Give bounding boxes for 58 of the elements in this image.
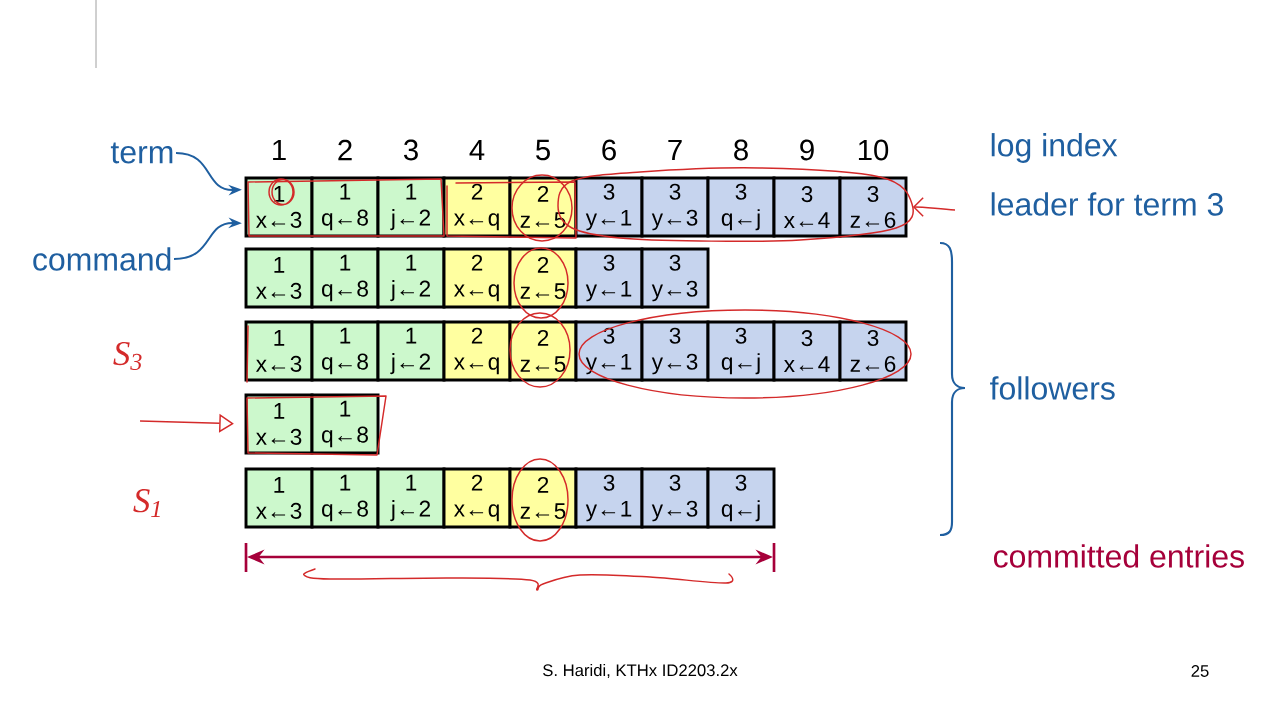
- hand-drawn-arrow: [912, 196, 956, 218]
- log-entry: 1 x←3: [244, 247, 314, 309]
- log-entry: 2 x←q: [442, 320, 512, 382]
- callout-label: command: [33, 247, 171, 271]
- log-entry: 1 x←3: [244, 393, 314, 455]
- log-entry: 1 x←3: [244, 320, 314, 382]
- hand-drawn-arrow: [139, 413, 234, 433]
- log-entry: 3 y←3: [640, 320, 710, 382]
- index-number: 4: [469, 139, 485, 161]
- log-entry: 1 q←8: [310, 247, 380, 309]
- log-entry: 3 y←3: [640, 176, 710, 238]
- annotation-text: committed entries: [993, 544, 1244, 568]
- log-entry: 3 z←6: [838, 176, 908, 238]
- handwritten-label: S$_{1}$: [133, 489, 160, 517]
- log-entry: 3 x←4: [772, 320, 842, 382]
- log-entry: 1 q←8: [310, 467, 380, 529]
- log-entry: 3 y←1: [574, 247, 644, 309]
- log-entry: 2 x←q: [442, 467, 512, 529]
- log-entry: 2 x←q: [442, 176, 512, 238]
- log-entry: 1 j←2: [376, 247, 446, 309]
- log-entry: 3 y←3: [640, 467, 710, 529]
- log-entry: 1 j←2: [376, 176, 446, 238]
- log-entry: 2 z←5: [508, 467, 578, 529]
- annotation-text: followers: [990, 376, 1115, 400]
- log-entry: 1 j←2: [376, 467, 446, 529]
- index-number: 6: [602, 139, 616, 161]
- log-entry: 2 z←5: [508, 247, 578, 309]
- log-entry: 1 q←8: [310, 176, 380, 238]
- index-number: 7: [668, 139, 682, 161]
- log-entry: 3 y←3: [640, 247, 710, 309]
- log-entry: 3 z←6: [838, 320, 908, 382]
- index-number: 3: [403, 139, 418, 161]
- page-number: 25: [1191, 665, 1209, 677]
- annotation-text: log index: [991, 133, 1118, 163]
- footer-text: S. Haridi, KTHx ID2203.2x: [543, 663, 738, 679]
- index-number: 2: [338, 139, 352, 161]
- log-entry: 2 z←5: [508, 320, 578, 382]
- log-entry: 3 y←1: [574, 176, 644, 238]
- index-number: 9: [800, 139, 814, 161]
- log-entry: 3 q←j: [706, 320, 776, 382]
- log-entry: 1 x←3: [244, 176, 314, 238]
- index-number: 8: [734, 139, 748, 161]
- log-entry: 3 y←1: [574, 320, 644, 382]
- index-number: 5: [536, 139, 550, 161]
- log-entry: 2 x←q: [442, 247, 512, 309]
- log-entry: 3 q←j: [706, 176, 776, 238]
- log-entry: 3 y←1: [574, 467, 644, 529]
- handwritten-label: S$_{3}$: [113, 341, 142, 371]
- log-entry: 3 x←4: [772, 176, 842, 238]
- annotation-text: leader for term 3: [991, 192, 1223, 216]
- log-entry: 1 j←2: [376, 320, 446, 382]
- index-number: 10: [858, 139, 889, 161]
- log-entry: 1 x←3: [244, 467, 314, 529]
- log-entry: 1 q←8: [310, 320, 380, 382]
- log-entry: 3 q←j: [706, 467, 776, 529]
- log-entry: 1 q←8: [310, 393, 380, 455]
- callout-label: term: [110, 142, 173, 164]
- index-number: 1: [273, 139, 286, 161]
